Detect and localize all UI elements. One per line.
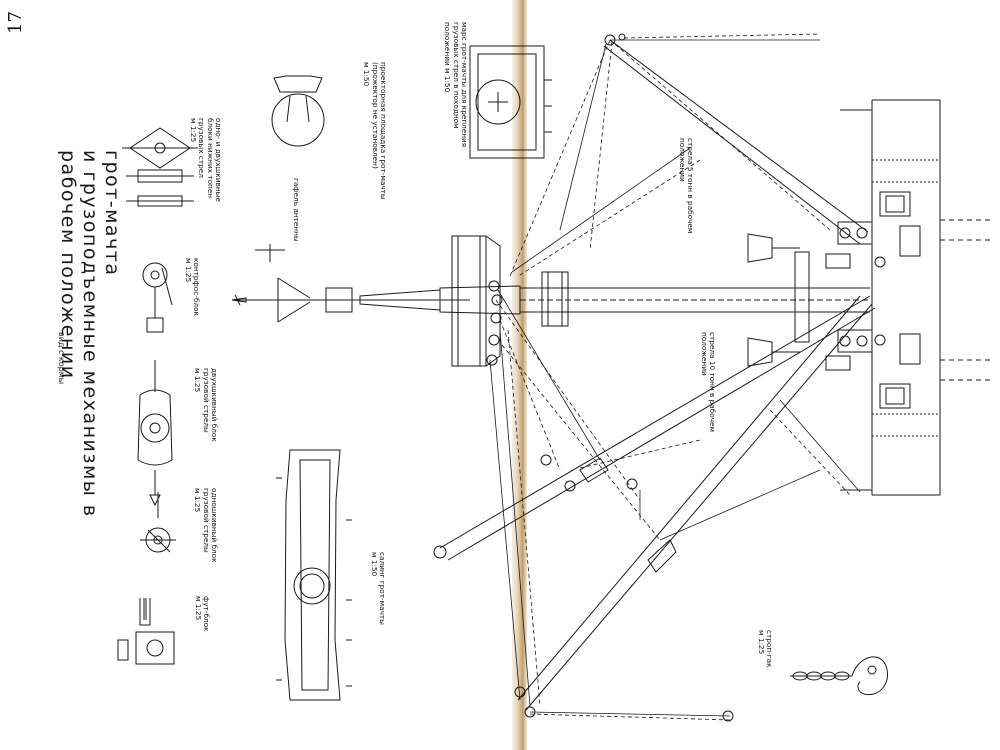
winch-lower — [826, 330, 920, 370]
topmast-crosstree — [542, 272, 568, 326]
main-mast — [232, 278, 870, 322]
saling-detail — [276, 450, 352, 700]
single-block-detail — [140, 492, 176, 552]
projector-platform-detail — [272, 76, 324, 146]
ventilator-upper — [748, 234, 800, 262]
fut-block-detail — [118, 598, 174, 664]
boom-10t — [518, 296, 872, 717]
cargo-blocks-detail — [122, 128, 198, 206]
hook-detail — [790, 657, 888, 695]
mast-heel-post — [795, 252, 809, 342]
kontrfos-block-detail — [143, 263, 172, 332]
book-gutter-left — [512, 0, 522, 750]
book-gutter-right — [522, 0, 527, 750]
mast-blocks — [487, 281, 733, 721]
mars-frame — [452, 236, 500, 366]
antenna-gaff-detail — [255, 244, 285, 262]
winch-upper — [826, 222, 920, 268]
double-block-detail — [138, 360, 172, 505]
mars-plan-detail — [470, 46, 552, 158]
boom-5t-working — [434, 296, 875, 560]
deckhouse-structure — [840, 100, 990, 495]
rigging-lines — [490, 34, 860, 720]
boom-5t — [604, 34, 868, 244]
ventilator-lower — [748, 338, 800, 366]
